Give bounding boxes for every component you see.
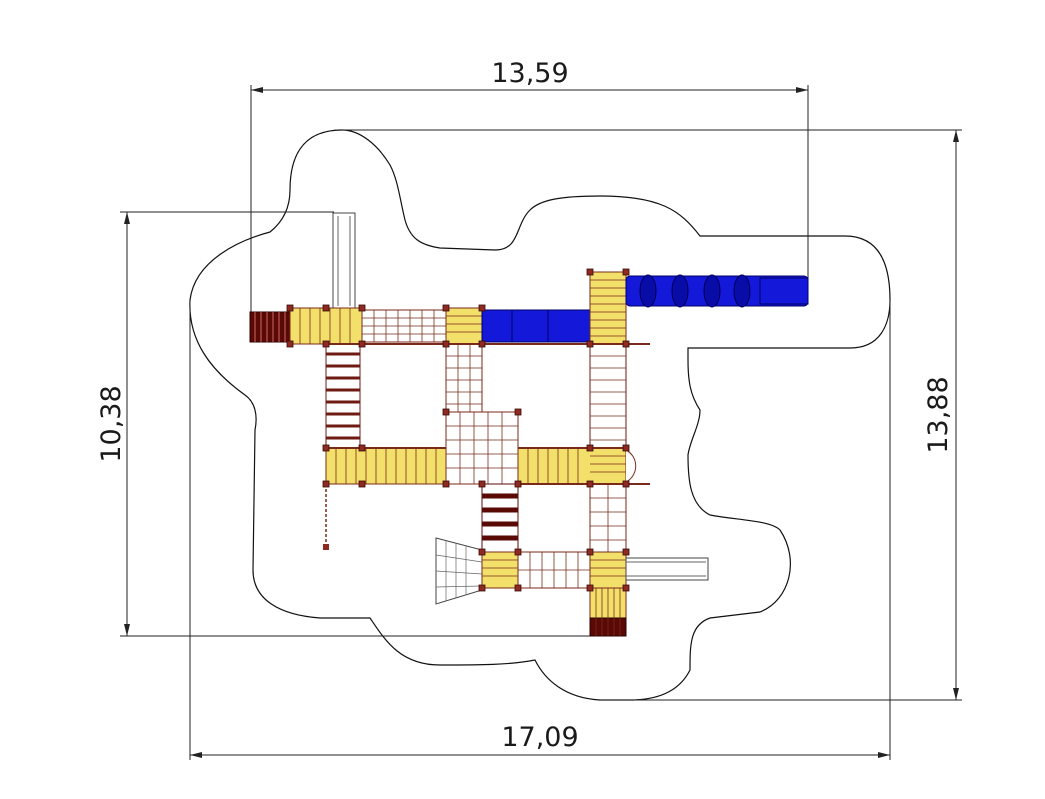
dimension-label-top: 13,59 (491, 58, 568, 89)
slide-lower-right (625, 557, 709, 581)
dimension-label-bottom: 17,09 (501, 722, 578, 753)
dimension-label-right: 13,88 (923, 376, 954, 453)
dimension-left-height: 10,38 (96, 211, 600, 637)
half-round-panel (625, 449, 637, 483)
posts (286, 268, 630, 592)
tunnel-tube (481, 309, 593, 343)
entry-steps-left (249, 311, 291, 343)
frame-beams (326, 343, 650, 485)
net-middle-vertical (445, 343, 483, 413)
deck-lower-right (589, 551, 627, 589)
slide-top-left (332, 212, 356, 311)
cargo-net-lower-left (435, 537, 483, 605)
ladder-left (325, 343, 361, 449)
deck-lower-left (481, 551, 519, 589)
center-climbing-net (445, 411, 519, 485)
playground-structure (249, 212, 809, 637)
deck-top-middle (445, 307, 483, 345)
deck-tower-top-right (589, 271, 627, 345)
dimension-label-left: 10,38 (96, 385, 127, 462)
deck-top-left (289, 307, 363, 345)
dimension-right-height: 13,88 (342, 129, 962, 701)
deck-middle-right (517, 447, 627, 485)
dimension-bottom-width: 17,09 (189, 300, 891, 760)
dimension-top-width: 13,59 (250, 58, 809, 312)
safety-zone-outline (189, 129, 891, 701)
ladder-right-column (589, 343, 627, 449)
